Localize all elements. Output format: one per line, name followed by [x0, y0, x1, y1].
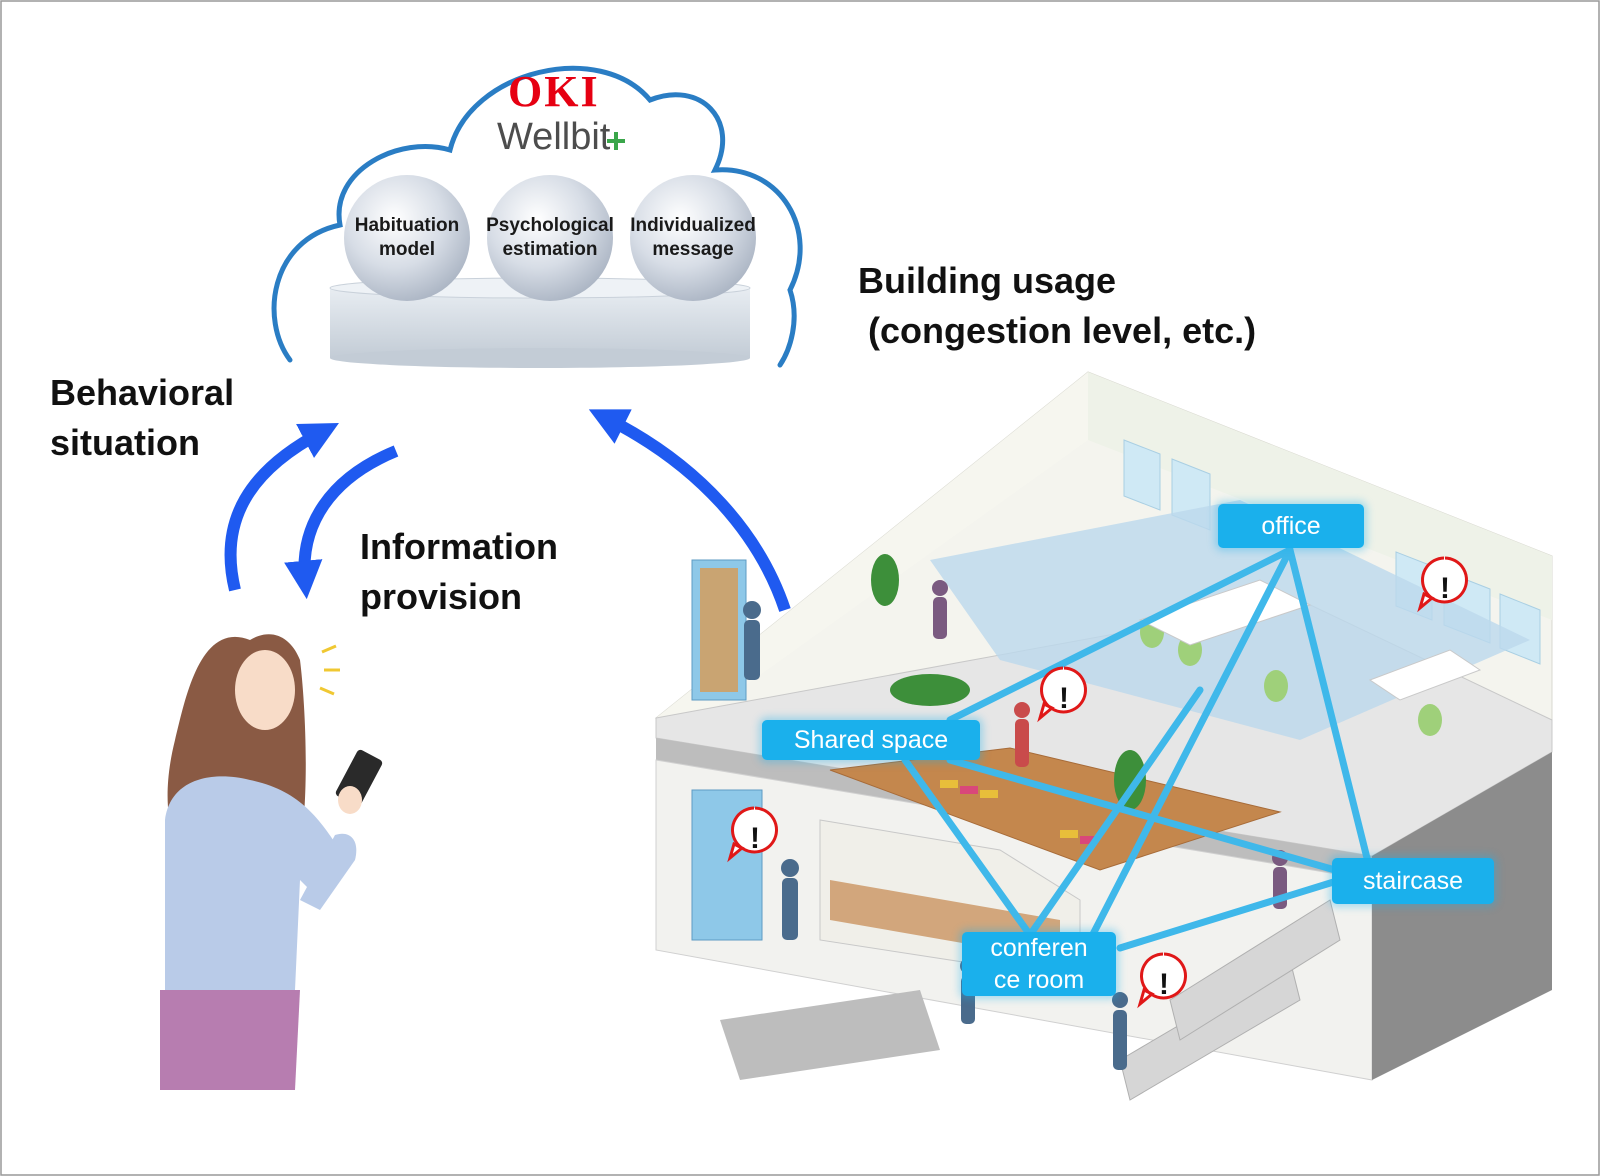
- tag-label: office: [1261, 512, 1321, 540]
- module-label-line: Habituation: [354, 215, 460, 236]
- arrow-information-down: [284, 445, 399, 600]
- label-line: (congestion level, etc.): [858, 310, 1257, 351]
- module-label-line: message: [652, 239, 734, 260]
- tag-office: office: [1218, 504, 1364, 548]
- wellbit-plus-icon: [607, 132, 625, 150]
- tag-label: Shared space: [793, 726, 949, 754]
- alert-bubble-shared-space: !: [1037, 666, 1087, 723]
- wellbit-logo: Wellbit: [497, 116, 611, 158]
- module-label-line: estimation: [502, 239, 598, 260]
- building-illustration: [654, 371, 1553, 1101]
- alert-bubble-office: !: [1417, 556, 1468, 613]
- behavioral-situation-label: Behavioral situation: [50, 368, 234, 468]
- module-psychological-estimation: Psychological estimation: [482, 214, 618, 262]
- connection-lines: [901, 546, 1374, 952]
- alert-bubble-elevator: !: [727, 806, 778, 863]
- alert-mark: !: [1440, 572, 1450, 605]
- module-habituation-model: Habituation model: [339, 214, 475, 262]
- label-line: provision: [360, 576, 523, 617]
- tag-shared-space: Shared space: [762, 720, 980, 760]
- alert-mark: !: [1159, 968, 1169, 1001]
- sphere-psychological: [487, 175, 613, 301]
- woman-with-phone-illustration: [160, 634, 383, 1090]
- tag-label-line: conferen: [990, 934, 1088, 962]
- module-label-line: model: [379, 239, 435, 260]
- module-label-line: Individualized: [630, 215, 756, 236]
- label-line: situation: [50, 422, 200, 463]
- tag-label-line: ce room: [993, 966, 1085, 994]
- oki-logo: OKI: [508, 67, 600, 116]
- label-line: Building usage: [858, 260, 1117, 301]
- module-label-line: Psychological: [486, 215, 614, 236]
- tag-conference-room: conferen ce room: [962, 932, 1116, 996]
- label-line: Behavioral: [50, 372, 235, 413]
- sphere-habituation: [344, 175, 470, 301]
- alert-mark: !: [750, 822, 760, 855]
- tag-label: staircase: [1362, 867, 1464, 895]
- module-individualized-message: Individualized message: [625, 214, 761, 262]
- alert-mark: !: [1059, 682, 1069, 715]
- arrow-behavioral-up: [224, 423, 339, 592]
- information-provision-label: Information provision: [360, 522, 558, 622]
- sphere-individualized: [630, 175, 756, 301]
- label-line: Information: [360, 526, 558, 567]
- arrow-building-up: [588, 409, 791, 612]
- alert-bubble-stairs: !: [1137, 952, 1187, 1009]
- building-usage-label: Building usage (congestion level, etc.): [858, 256, 1256, 356]
- tag-staircase: staircase: [1332, 858, 1494, 904]
